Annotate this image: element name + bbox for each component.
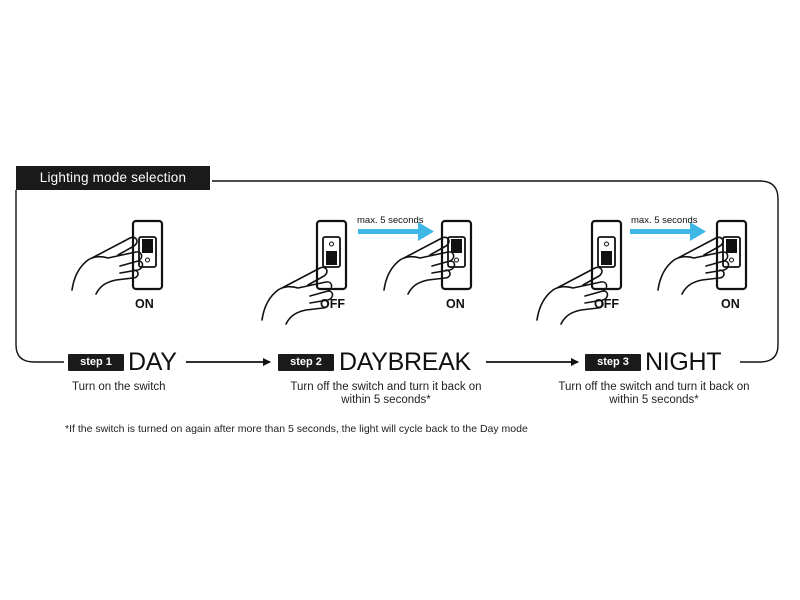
switch-state-label: OFF <box>594 297 619 311</box>
switch-state-label: ON <box>135 297 154 311</box>
switch-state-label: OFF <box>320 297 345 311</box>
switch-on-step1 <box>131 219 164 291</box>
timing-label: max. 5 seconds <box>357 215 424 226</box>
step-2-badge: step 2 <box>278 354 334 371</box>
step-3-badge: step 3 <box>585 354 641 371</box>
section-frame <box>15 180 779 363</box>
switch-state-label: ON <box>446 297 465 311</box>
switch-on-step3 <box>715 219 748 291</box>
switch-off-step2 <box>315 219 348 291</box>
switch-state-label: ON <box>721 297 740 311</box>
mode-night: NIGHT <box>645 348 722 376</box>
timing-arrow-1 <box>358 222 434 241</box>
step-3-description: Turn off the switch and turn it back on … <box>558 381 750 406</box>
footnote: *If the switch is turned on again after … <box>65 423 528 435</box>
mode-day: DAY <box>128 348 177 376</box>
mode-daybreak: DAYBREAK <box>339 348 471 376</box>
section-title: Lighting mode selection <box>16 166 210 190</box>
timing-label: max. 5 seconds <box>631 215 698 226</box>
switch-on-step2 <box>440 219 473 291</box>
step-1-badge: step 1 <box>68 354 124 371</box>
switch-off-step3 <box>590 219 623 291</box>
timing-arrow-2 <box>630 222 706 241</box>
step-2-description: Turn off the switch and turn it back on … <box>290 381 482 406</box>
step-1-description: Turn on the switch <box>72 381 166 393</box>
